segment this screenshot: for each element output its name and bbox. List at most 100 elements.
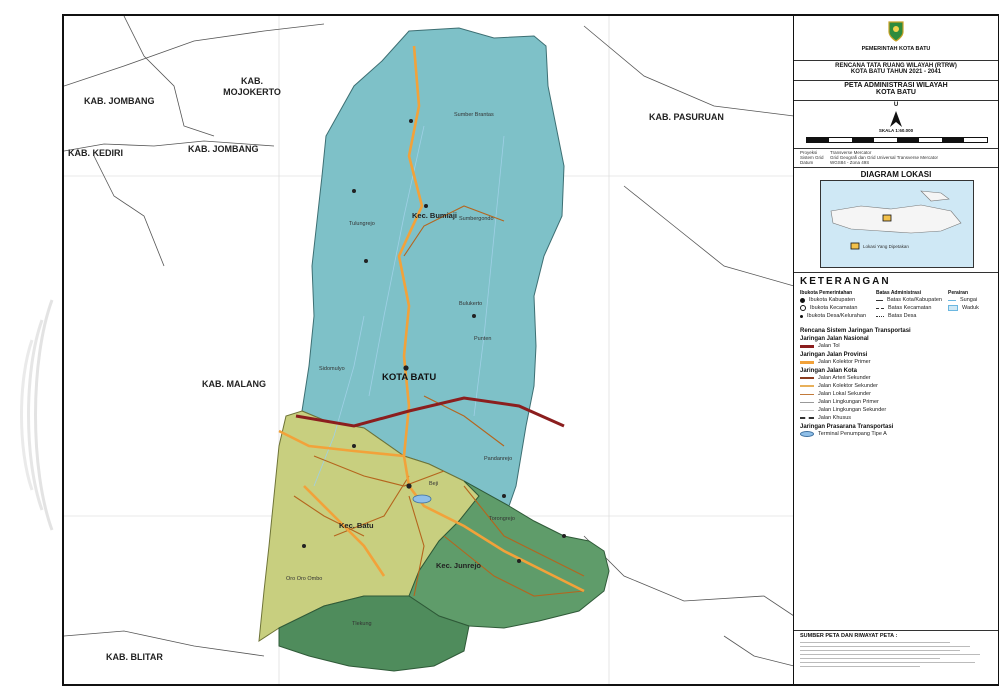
legend-item: Jalan Lokal Sekunder [818,391,871,397]
village-label: Torongrejo [489,516,515,522]
legend-item: Ibukota Kabupaten [809,297,856,303]
label-kab-blitar: KAB. BLITAR [106,652,163,662]
label-kec-bumiaji: Kec. Bumiaji [412,211,458,220]
legend-item: Jalan Tol [818,343,840,349]
legend-item: Jalan Khusus [818,415,852,421]
source-title: SUMBER PETA DAN RIWAYAT PETA : [800,633,898,639]
city-boundary-icon [876,299,883,301]
village-label: Beji [429,481,439,487]
legend-city-head: Jaringan Jalan Kota [800,368,858,374]
kec-bumiaji-area [301,27,565,507]
toll-road [295,396,565,428]
local-secondary-icon [800,393,814,395]
location-box: DIAGRAM LOKASI Lokasi Yang Dipetakan [794,168,998,273]
collector-primary-icon [800,360,814,364]
location-note: Lokasi Yang Dipetakan [863,244,909,249]
projection-value: Transverse Mercator [830,150,872,155]
label-kab-pasuruan: KAB. PASURUAN [649,112,724,122]
special-road-icon [800,417,814,419]
toll-road-icon [800,344,814,348]
location-inset: Lokasi Yang Dipetakan [820,180,974,268]
panel-header: PEMERINTAH KOTA BATU [794,16,998,61]
label-kab-kediri: KAB. KEDIRI [68,148,124,158]
projection-key: Sistem Grid [800,155,824,160]
legend-item: Batas Kecamatan [888,305,932,311]
plan-title-line1: RENCANA TATA RUANG WILAYAH (RTRW) [835,63,957,69]
source-text-lines [800,642,992,667]
projection-key: Datum [800,160,814,165]
legend-title: KETERANGAN [800,276,891,287]
projection-value: WGS84 - Zona 49S [830,160,870,165]
legend-item: Ibukota Kecamatan [810,305,858,311]
terminal-marker [412,494,432,504]
district-boundary-icon [876,307,884,309]
projection-key: Proyeksi [800,150,818,155]
terminal-icon [800,431,814,437]
location-title: DIAGRAM LOKASI [860,170,932,179]
label-kab-jombang-mid: KAB. JOMBANG [188,144,259,154]
map-title-box: PETA ADMINISTRASI WILAYAH KOTA BATU [794,80,998,101]
map-canvas[interactable] [64,16,794,684]
village-label: Punten [474,336,492,342]
label-kab-malang: KAB. MALANG [202,379,266,389]
legend-item: Batas Desa [888,313,917,319]
primary-collector-road [278,45,585,593]
village-label: Tlekung [352,621,372,627]
projection-value: Grid Geografi dan Grid Universal Transve… [830,155,939,160]
projection-box: Proyeksi Transverse Mercator Sistem Grid G… [794,148,998,168]
north-scale-box: U SKALA 1:60.000 [794,100,998,149]
legend-item: Jalan Kolektor Sekunder [818,383,878,389]
legend-item: Waduk [962,305,979,311]
legend-box: KETERANGAN Ibukota Pemerintahan Ibukota … [800,276,994,438]
scale-label: SKALA 1:60.000 [878,128,914,133]
village-capital-icon [800,314,803,318]
legend-item: Terminal Penumpang Tipe A [818,431,887,437]
legend-infra-head: Jaringan Prasarana Transportasi [800,424,894,430]
plan-title-box: RENCANA TATA RUANG WILAYAH (RTRW) KOTA B… [794,60,998,81]
map-title-line2: KOTA BATU [876,89,916,96]
label-kota-batu: KOTA BATU [382,372,437,383]
village-label: Pandanrejo [484,456,513,462]
legend-national-head: Jaringan Jalan Nasional [800,336,869,342]
village-label: Sidomulyo [319,366,345,372]
legend-transport-head: Rencana Sistem Jaringan Transportasi [800,328,911,334]
legend-panel: PEMERINTAH KOTA BATU RENCANA TATA RUANG … [793,14,999,686]
legend-item: Jalan Kolektor Primer [818,359,871,365]
district-capital-icon [800,305,806,311]
coat-of-arms-icon [888,21,904,42]
legend-province-head: Jaringan Jalan Provinsi [800,352,868,358]
legend-item: Jalan Arteri Sekunder [818,375,871,381]
village-label: Bulukerto [459,301,483,307]
map-title-line1: PETA ADMINISTRASI WILAYAH [844,82,948,89]
plan-title-line2: KOTA BATU TAHUN 2021 - 2041 [850,69,942,75]
north-letter: U [893,102,899,108]
legend-water-head: Perairan [948,290,969,296]
village-label: Tulungrejo [349,221,375,227]
label-kec-junrejo: Kec. Junrejo [436,561,482,570]
legend-item: Ibukota Desa/Kelurahan [807,313,867,319]
gov-title: PEMERINTAH KOTA BATU [861,46,931,52]
admin-points [302,119,566,563]
legend-item: Batas Kota/Kabupaten [886,297,942,303]
village-boundary-icon [876,315,884,317]
legend-admin-head: Batas Administrasi [876,290,922,296]
regency-capital-icon [800,297,805,303]
label-kab-jombang-top: KAB. JOMBANG [84,96,155,106]
label-kab-mojokerto: KAB. MOJOKERTO [223,76,281,97]
legend-item: Jalan Lingkungan Sekunder [818,407,887,413]
village-label: Sumber Brantas [454,112,494,118]
legend-gov-head: Ibukota Pemerintahan [800,290,853,296]
legend-item: Jalan Lingkungan Primer [818,399,879,405]
arterial-secondary-icon [800,377,814,379]
legend-item: Sungai [960,297,978,303]
collector-secondary-icon [800,385,814,387]
environment-secondary-icon [800,409,814,411]
kec-south-forest-area [278,595,470,672]
map-frame[interactable]: KAB. MOJOKERTO KAB. JOMBANG KAB. KEDIRI … [62,14,796,686]
reservoir-icon [948,305,958,311]
outer-boundaries [64,16,794,667]
secondary-roads [293,205,585,597]
environment-primary-icon [800,401,814,403]
scale-bar [806,137,988,143]
inset-map [830,190,962,250]
